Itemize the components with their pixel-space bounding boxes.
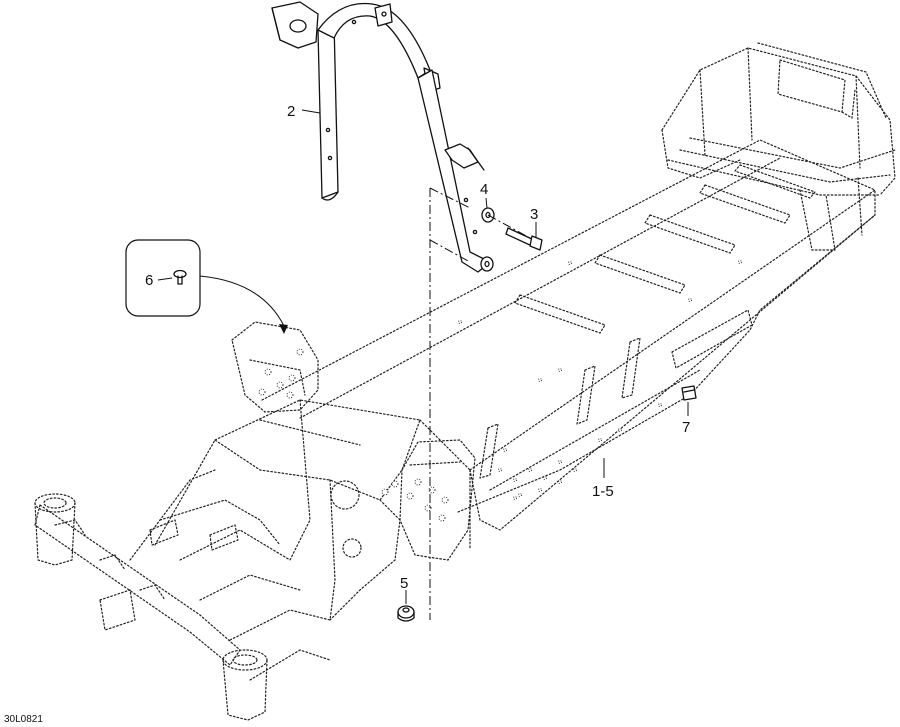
inset-arrowhead: [279, 324, 288, 334]
clip-part-7: [681, 385, 697, 401]
washer-part-4: [480, 207, 495, 272]
bolt-part-3: [505, 227, 543, 251]
leader-lines: [157, 109, 689, 604]
callout-4: 4: [480, 181, 488, 198]
callout-5: 5: [400, 575, 408, 592]
callout-1-5: 1-5: [592, 483, 614, 500]
front-chassis: [34, 321, 476, 721]
callout-7: 7: [682, 419, 690, 436]
assembly-lines: [429, 187, 531, 620]
inset-box-part-6: [125, 239, 201, 317]
callout-3: 3: [530, 206, 538, 223]
steering-support-part-2: [271, 1, 491, 273]
callout-2: 2: [287, 103, 295, 120]
tunnel-holes: [458, 260, 742, 500]
tunnel: [261, 139, 876, 549]
nut-part-5: [397, 605, 415, 622]
callout-6: 6: [145, 272, 153, 289]
inset-arrow: [199, 275, 285, 327]
reference-code: 30L0821: [4, 714, 43, 725]
plate-holes: [258, 348, 449, 522]
rear-rack: [661, 42, 896, 251]
